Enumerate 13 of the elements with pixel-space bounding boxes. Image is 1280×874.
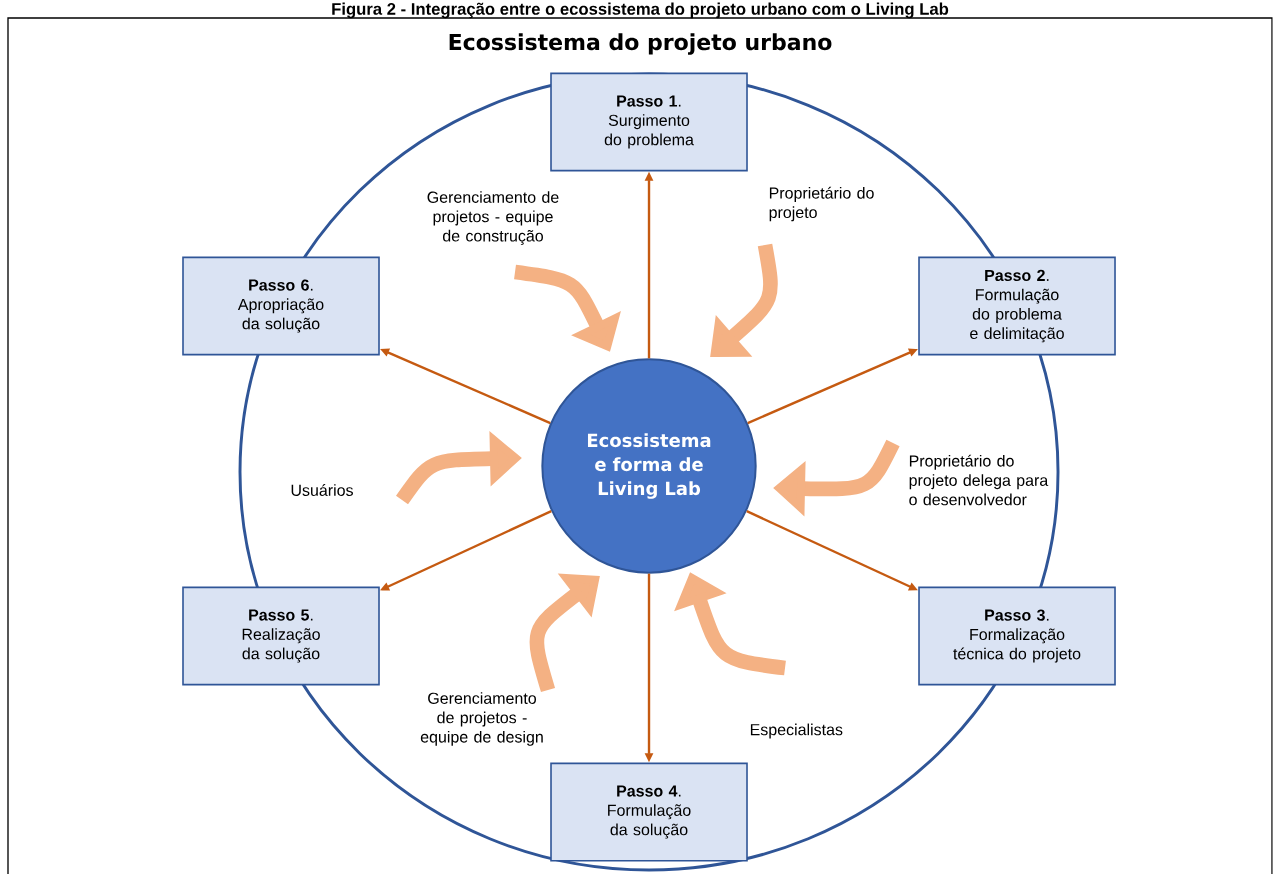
process-box: Passo 5. Realização da solução	[182, 586, 380, 686]
process-box: Passo 1. Surgimento do problema	[550, 72, 748, 172]
annotation-text: Gerenciamento de projetos - equipe de construção	[427, 191, 559, 245]
process-box: Passo 6. Apropriação da solução	[182, 256, 380, 356]
title: Figura 2 - Integração entre o ecossistema do projeto urbano com o Living Lab	[332, 2, 949, 19]
process-box: Passo 3. Formalização técnica do projeto	[918, 586, 1116, 686]
annotation-text: Proprietário do projeto delega para o desenvolvedor	[909, 454, 1049, 506]
annotation-text: Usuários	[291, 484, 353, 496]
process-box: Passo 2. Formulação do problema e delimitação	[918, 256, 1116, 356]
annotation-text: Especialistas	[750, 723, 843, 739]
annotation-text: Proprietário do projeto	[769, 186, 874, 222]
process-box: Passo 4. Formulação da solução	[550, 762, 748, 862]
annotation-text: Gerenciamento de projetos - equipe de design	[420, 692, 543, 746]
